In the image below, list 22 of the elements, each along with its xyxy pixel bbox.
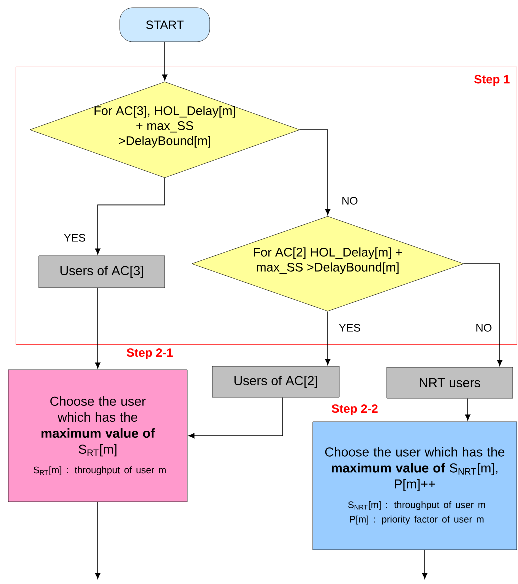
edge-label: NO <box>340 196 360 206</box>
arrow <box>325 311 331 366</box>
arrow <box>422 550 428 580</box>
process-box: Users of AC[2] <box>212 366 340 398</box>
edge-label: YES <box>63 233 87 243</box>
arrow <box>464 264 503 366</box>
arrow <box>300 130 331 216</box>
process-box: Users of AC[3] <box>38 256 166 288</box>
process-box: Choose the user which has the maximum value of S$_{RT}$[m] S$_{RT}$[m] : throughput of user m <box>8 370 188 502</box>
arrow <box>465 398 471 421</box>
step-label: Step 2-2 <box>332 404 378 416</box>
edge-label: NO <box>474 323 494 333</box>
step-label: Step 2-1 <box>127 348 173 360</box>
arrow <box>95 502 101 580</box>
arrow <box>95 178 166 255</box>
process-box: Choose the user which has the maximum value of S$_{NRT}$[m], P[m]++ S$_{NRT}$[m] : throughput of user m P[m] : priority factor of user m <box>312 422 518 550</box>
process-box: NRT users <box>386 367 514 399</box>
arrow <box>95 288 101 369</box>
edge-label: YES <box>338 323 362 333</box>
arrow <box>162 42 168 81</box>
start-terminal: START <box>120 8 210 42</box>
arrow <box>188 397 284 439</box>
